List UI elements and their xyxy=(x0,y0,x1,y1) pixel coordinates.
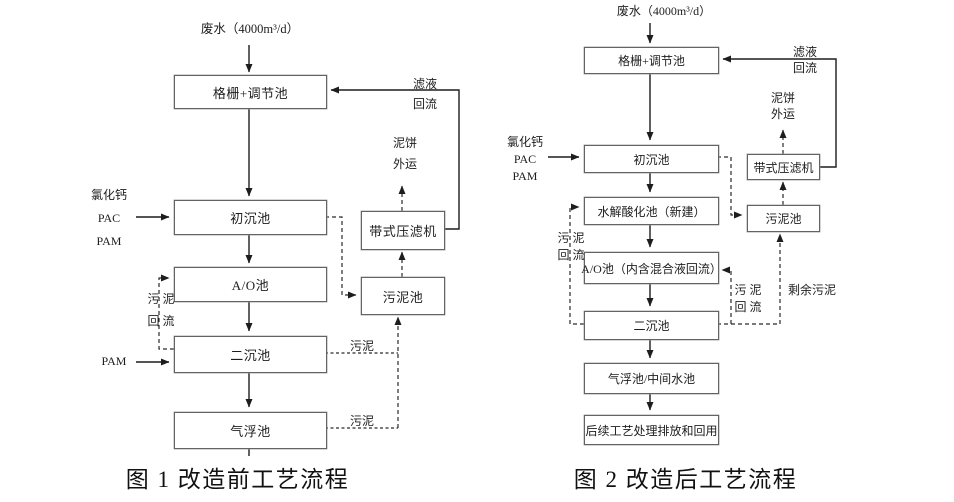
fig2-sludge-return-to-ao xyxy=(717,266,732,325)
fig1-box-belt-press: 带式压滤机 xyxy=(361,211,445,250)
fig1-reagent-label: 氯化钙 PAC PAM xyxy=(90,188,127,248)
fig2-box-screen-tank: 格栅+调节池 xyxy=(584,47,719,74)
fig1-box-screen-tank: 格栅+调节池 xyxy=(174,75,327,109)
fig2-box-hydrolysis-tank: 水解酸化池（新建） xyxy=(584,197,719,225)
fig2-sludge-return-right-label: 污 泥 回 流 xyxy=(734,283,762,314)
fig1-cake-disposal-label: 泥饼 外运 xyxy=(392,136,417,171)
fig1-pam-label: PAM xyxy=(101,354,127,368)
fig2-cake-disposal-label: 泥饼 外运 xyxy=(770,91,795,121)
fig2-box-primary-tank: 初沉池 xyxy=(584,145,719,173)
fig1-daf-sludge-label: 污泥 xyxy=(349,414,374,428)
fig2-reagent-label: 氯化钙 PAC PAM xyxy=(506,135,543,183)
fig2-box-belt-press: 带式压滤机 xyxy=(747,154,820,180)
fig1-filtrate-return-label: 滤液 回流 xyxy=(412,77,437,111)
fig1-influent-label: 废水（4000m³/d） xyxy=(200,22,300,36)
fig2-sludge-return-left-label: 污 泥 回 流 xyxy=(557,231,585,262)
fig2-excess-sludge-label: 剩余污泥 xyxy=(788,283,837,297)
fig1-box-primary-tank: 初沉池 xyxy=(174,200,327,235)
fig2-box-post-treatment: 后续工艺处理排放和回用 xyxy=(584,415,719,445)
fig2-primary-to-sludgetank xyxy=(717,156,743,219)
fig1-box-secondary-tank: 二沉池 xyxy=(174,336,327,373)
fig1-primary-to-sludgetank xyxy=(325,216,357,299)
fig1-secondary-sludge-label: 污泥 xyxy=(349,339,374,353)
fig2-box-ao-tank: A/O池（内含混合液回流） xyxy=(581,252,722,284)
fig2-filtrate-return-label: 滤液 回流 xyxy=(792,45,817,75)
fig1-box-daf-tank: 气浮池 xyxy=(174,412,327,449)
fig2-influent-label: 废水（4000m³/d） xyxy=(616,4,712,18)
fig1-box-ao-tank: A/O池 xyxy=(174,267,327,302)
fig1-caption: 图 1 改造前工艺流程 xyxy=(125,467,350,492)
fig2-box-secondary-tank: 二沉池 xyxy=(584,311,719,340)
fig2-box-daf-tank: 气浮池/中间水池 xyxy=(584,363,719,394)
fig2-caption: 图 2 改造后工艺流程 xyxy=(573,467,798,492)
fig2-box-sludge-tank: 污泥池 xyxy=(747,205,820,232)
fig1-sludge-return-label: 污 泥 回 流 xyxy=(147,292,175,328)
f1-box-sludge-tank: 污泥池 xyxy=(361,277,445,315)
